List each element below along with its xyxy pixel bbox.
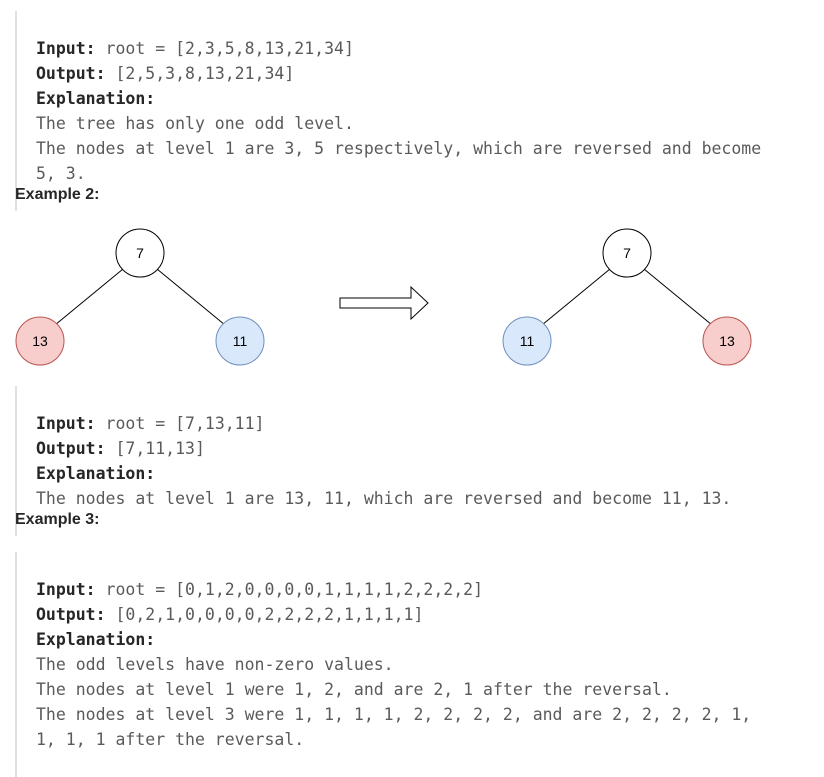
explanation-line: The nodes at level 1 are 13, 11, which a… <box>36 489 732 508</box>
node-label: 7 <box>136 245 144 261</box>
tree-diagram: 7 13 11 7 11 13 <box>15 228 752 366</box>
output-label: Output: <box>36 64 106 83</box>
explanation-label: Explanation: <box>36 630 156 649</box>
output-value: [2,5,3,8,13,21,34] <box>105 64 295 83</box>
explanation-line: The nodes at level 1 are 3, 5 respective… <box>36 139 762 158</box>
arrow-right-icon <box>339 285 429 321</box>
input-label: Input: <box>36 580 96 599</box>
node-label: 11 <box>233 333 248 349</box>
input-value: root = [7,13,11] <box>95 414 265 433</box>
tree-edge <box>541 268 611 326</box>
tree-edge <box>643 268 713 326</box>
example-3-block: Input: root = [0,1,2,0,0,0,0,1,1,1,1,2,2… <box>15 552 751 777</box>
tree-node-left-before: 13 <box>15 316 65 366</box>
output-value: [7,11,13] <box>105 439 205 458</box>
node-label: 11 <box>520 333 535 349</box>
output-label: Output: <box>36 605 106 624</box>
node-label: 13 <box>719 333 735 349</box>
node-label: 7 <box>623 245 631 261</box>
explanation-label: Explanation: <box>36 89 156 108</box>
tree-node-left-after: 11 <box>502 316 552 366</box>
tree-node-right-before: 11 <box>215 316 265 366</box>
explanation-line: The nodes at level 3 were 1, 1, 1, 1, 2,… <box>36 705 752 724</box>
tree-node-root-after: 7 <box>602 228 652 278</box>
explanation-line: The nodes at level 1 were 1, 2, and are … <box>36 680 672 699</box>
explanation-line: The odd levels have non-zero values. <box>36 655 394 674</box>
explanation-line: 1, 1, 1 after the reversal. <box>36 730 305 749</box>
example-2-block: Input: root = [7,13,11] Output: [7,11,13]… <box>15 386 731 536</box>
explanation-line: The tree has only one odd level. <box>36 114 354 133</box>
example-3-heading: Example 3: <box>15 511 100 528</box>
input-label: Input: <box>36 414 96 433</box>
output-label: Output: <box>36 439 106 458</box>
tree-node-root-before: 7 <box>115 228 165 278</box>
input-label: Input: <box>36 39 96 58</box>
node-label: 13 <box>32 333 48 349</box>
tree-edge <box>54 268 124 326</box>
example-1-block: Input: root = [2,3,5,8,13,21,34]Output: … <box>15 11 761 211</box>
output-value: [0,2,1,0,0,0,0,2,2,2,2,1,1,1,1] <box>105 605 424 624</box>
input-value: root = [2,3,5,8,13,21,34] <box>95 39 354 58</box>
explanation-line: 5, 3. <box>36 164 86 183</box>
explanation-label: Explanation: <box>36 464 156 483</box>
input-value: root = [0,1,2,0,0,0,0,1,1,1,1,2,2,2,2] <box>95 580 484 599</box>
tree-edge <box>156 268 226 326</box>
tree-node-right-after: 13 <box>702 316 752 366</box>
example-2-heading: Example 2: <box>15 186 100 203</box>
